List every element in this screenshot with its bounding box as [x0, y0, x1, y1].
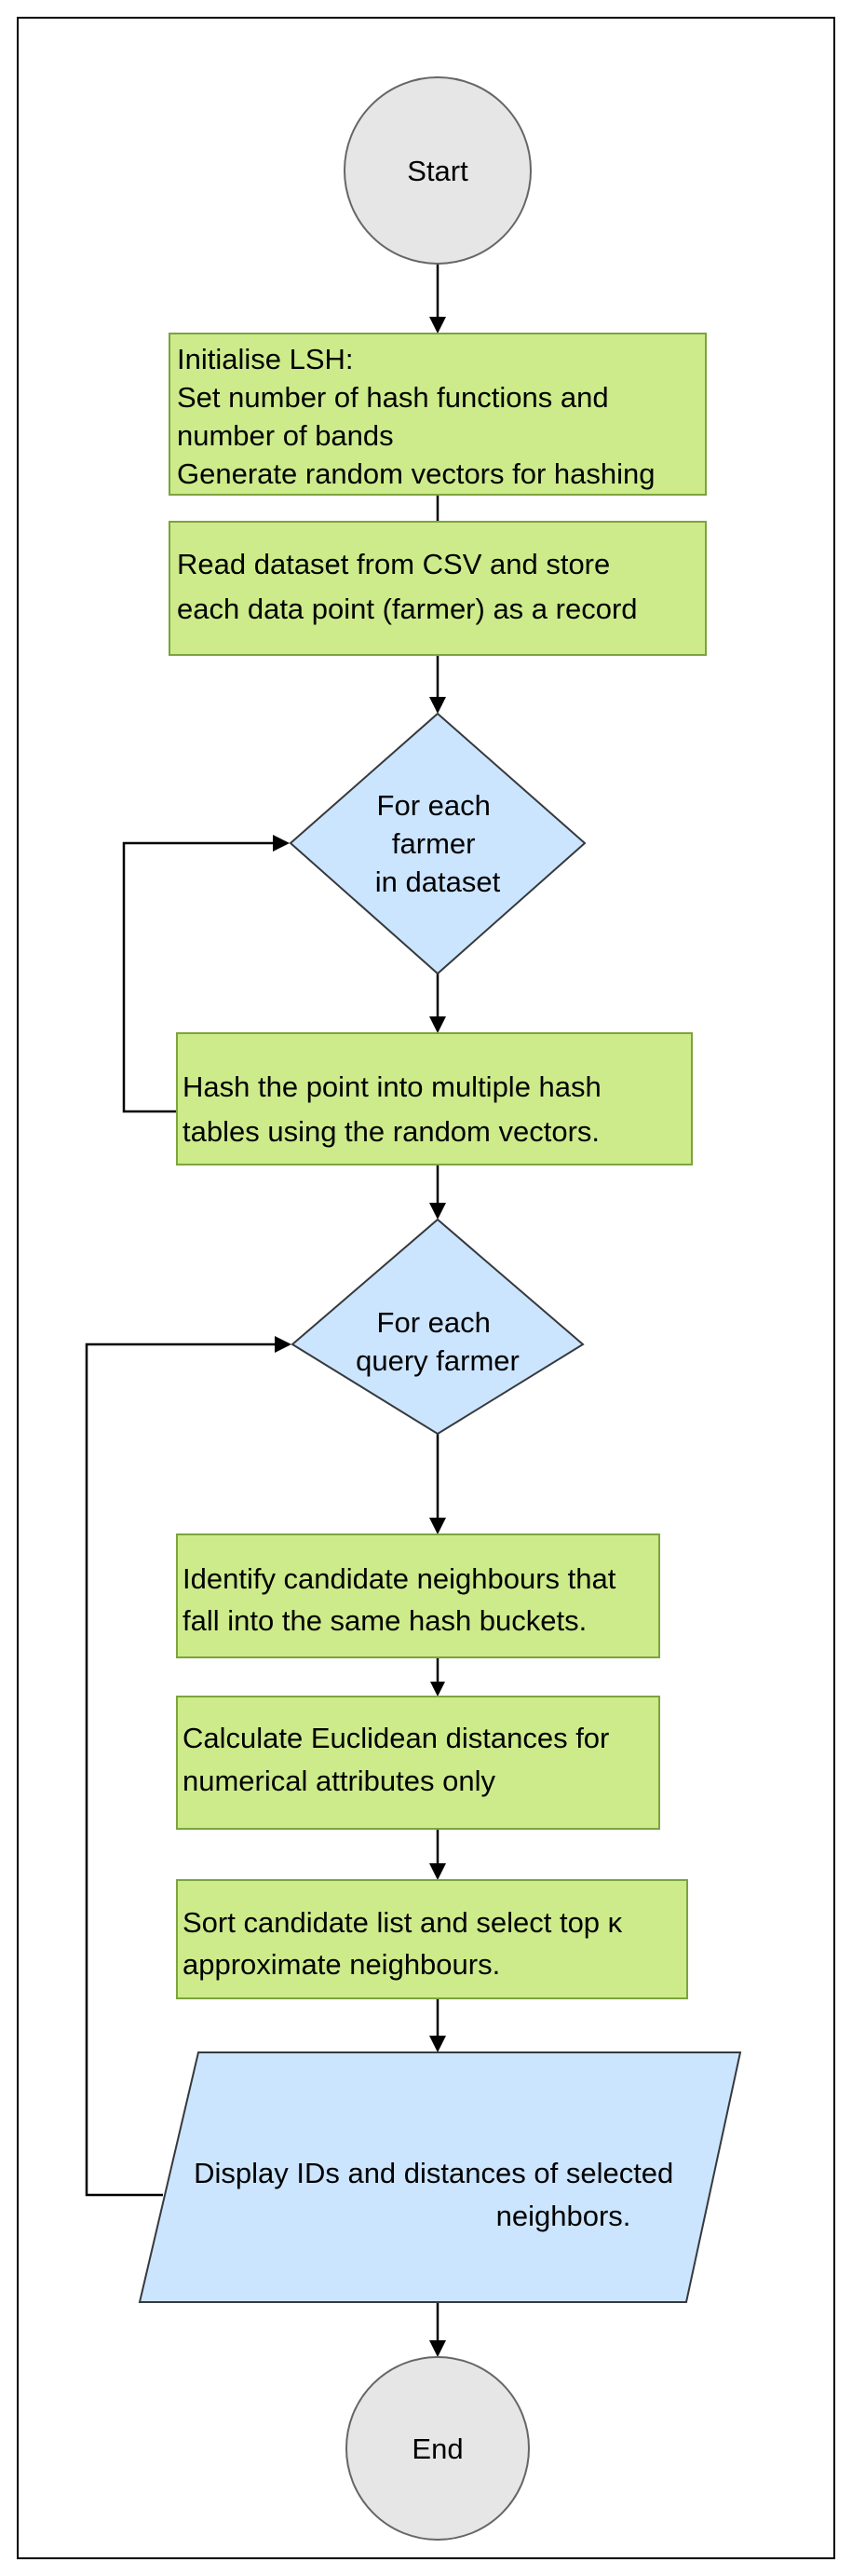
display-line-2: neighbors. [496, 2200, 631, 2232]
sort-label: Sort candidate list and select top κ app… [183, 1906, 630, 1981]
hash-line-2: tables using the random vectors. [183, 1115, 600, 1148]
end-shape [345, 2356, 530, 2541]
candidates-label: Identify candidate neighbours that fall … [183, 1562, 624, 1637]
read-label: Read dataset from CSV and store each dat… [177, 548, 638, 625]
distance-line-2: numerical attributes only [183, 1765, 495, 1797]
loop-farmer-line-3: in dataset [375, 865, 501, 898]
init-line-1: Initialise LSH: [177, 343, 354, 375]
arrowhead-loop-farmer-back [273, 835, 290, 852]
loop-query-line-1: For each [377, 1306, 491, 1339]
loop-farmer-line-2: farmer [392, 827, 476, 860]
hash-node: Hash the point into multiple hash tables… [176, 1032, 693, 1165]
edges [85, 264, 446, 2357]
init-node: Initialise LSH: Set number of hash funct… [169, 333, 707, 496]
read-shape [169, 521, 707, 656]
start-shape [344, 76, 532, 265]
distance-line-1: Calculate Euclidean distances for [183, 1722, 609, 1754]
read-line-2: each data point (farmer) as a record [177, 593, 638, 625]
arrowhead-init [429, 317, 446, 334]
edge-display-loop-back [85, 1343, 275, 2197]
loop-query-line-2: query farmer [356, 1344, 520, 1377]
display-node: Display IDs and distances of selected ne… [138, 2051, 742, 2303]
hash-shape [176, 1032, 693, 1165]
arrowhead-sort [429, 1863, 446, 1880]
arrowhead-loop-farmer [429, 697, 446, 714]
loop-farmer-label: For each farmer in dataset [375, 789, 501, 898]
init-shape [169, 333, 707, 496]
arrowhead-hash [429, 1016, 446, 1033]
arrowhead-distance [430, 1682, 445, 1697]
sort-node: Sort candidate list and select top κ app… [176, 1879, 688, 1999]
distance-shape [176, 1696, 660, 1830]
distance-label: Calculate Euclidean distances for numeri… [183, 1722, 617, 1797]
candidates-line-1: Identify candidate neighbours that [183, 1562, 616, 1595]
init-line-4: Generate random vectors for hashing [177, 457, 656, 490]
loop-query-label: For each query farmer [356, 1306, 520, 1377]
start-node: Start [344, 76, 532, 265]
sort-shape [176, 1879, 688, 1999]
display-line-1: Display IDs and distances of selected [194, 2157, 673, 2189]
arrowhead-display [429, 2036, 446, 2052]
arrowhead-loop-query [429, 1203, 446, 1220]
sort-line-2: approximate neighbours. [183, 1948, 500, 1981]
candidates-node: Identify candidate neighbours that fall … [176, 1533, 660, 1658]
hash-label: Hash the point into multiple hash tables… [183, 1070, 609, 1148]
display-label: Display IDs and distances of selected ne… [194, 2157, 682, 2232]
sort-line-1: Sort candidate list and select top κ [183, 1906, 623, 1939]
distance-node: Calculate Euclidean distances for numeri… [176, 1696, 660, 1830]
init-label: Initialise LSH: Set number of hash funct… [177, 343, 656, 490]
loop-farmer-node: For each farmer in dataset [289, 712, 587, 975]
init-line-2: Set number of hash functions and [177, 381, 609, 414]
end-node: End [345, 2356, 530, 2541]
loop-farmer-line-1: For each [377, 789, 491, 822]
arrowhead-loop-query-back [275, 1336, 291, 1353]
arrowhead-candidates [429, 1518, 446, 1534]
display-shape [138, 2051, 742, 2303]
hash-line-1: Hash the point into multiple hash [183, 1070, 602, 1103]
loop-farmer-shape [289, 712, 587, 975]
diagram-frame [17, 17, 835, 2559]
loop-query-node: For each query farmer [291, 1218, 585, 1436]
arrowhead-end [429, 2340, 446, 2357]
edge-hash-loop-back [122, 841, 273, 1113]
read-node: Read dataset from CSV and store each dat… [169, 521, 707, 656]
end-label: End [412, 2433, 463, 2465]
init-line-3: number of bands [177, 419, 394, 452]
start-label: Start [407, 155, 468, 187]
candidates-shape [176, 1533, 660, 1658]
candidates-line-2: fall into the same hash buckets. [183, 1604, 587, 1637]
read-line-1: Read dataset from CSV and store [177, 548, 610, 580]
loop-query-shape [291, 1218, 585, 1436]
